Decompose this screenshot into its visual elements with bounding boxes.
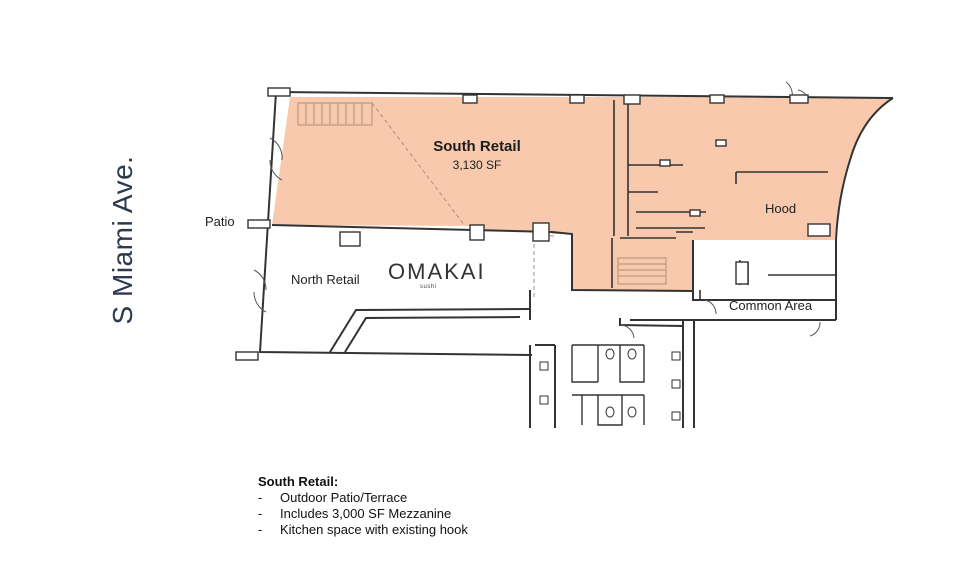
doors <box>253 81 821 339</box>
street-name: S Miami Ave. <box>98 150 148 330</box>
door-frames <box>235 87 809 361</box>
notes-block: South Retail: Outdoor Patio/Terrace Incl… <box>258 474 468 538</box>
columns <box>339 94 831 285</box>
common-area-label: Common Area <box>729 298 813 313</box>
restrooms <box>571 344 645 426</box>
south-retail-area-label: 3,130 SF <box>452 158 502 172</box>
omakai-logo: OMAKAI <box>388 259 486 284</box>
omakai-tagline: sushi <box>420 284 437 290</box>
notes-item: Kitchen space with existing hook <box>258 522 468 538</box>
mezzanine-stairs <box>297 102 667 285</box>
notes-item: Includes 3,000 SF Mezzanine <box>258 506 468 522</box>
walls <box>258 91 894 428</box>
south-retail-area[interactable] <box>272 97 893 290</box>
north-retail-label: North Retail <box>291 272 360 287</box>
notes-title: South Retail: <box>258 474 339 489</box>
south-retail-title: South Retail <box>433 138 521 155</box>
restroom-fixtures <box>539 348 681 421</box>
street-name-text: S Miami Ave. <box>107 155 138 325</box>
notes-list: Outdoor Patio/Terrace Includes 3,000 SF … <box>258 490 468 538</box>
hood-label: Hood <box>765 201 797 216</box>
notes-item: Outdoor Patio/Terrace <box>258 490 468 506</box>
patio-label: Patio <box>205 214 235 229</box>
mezzanine-edge <box>371 102 554 300</box>
